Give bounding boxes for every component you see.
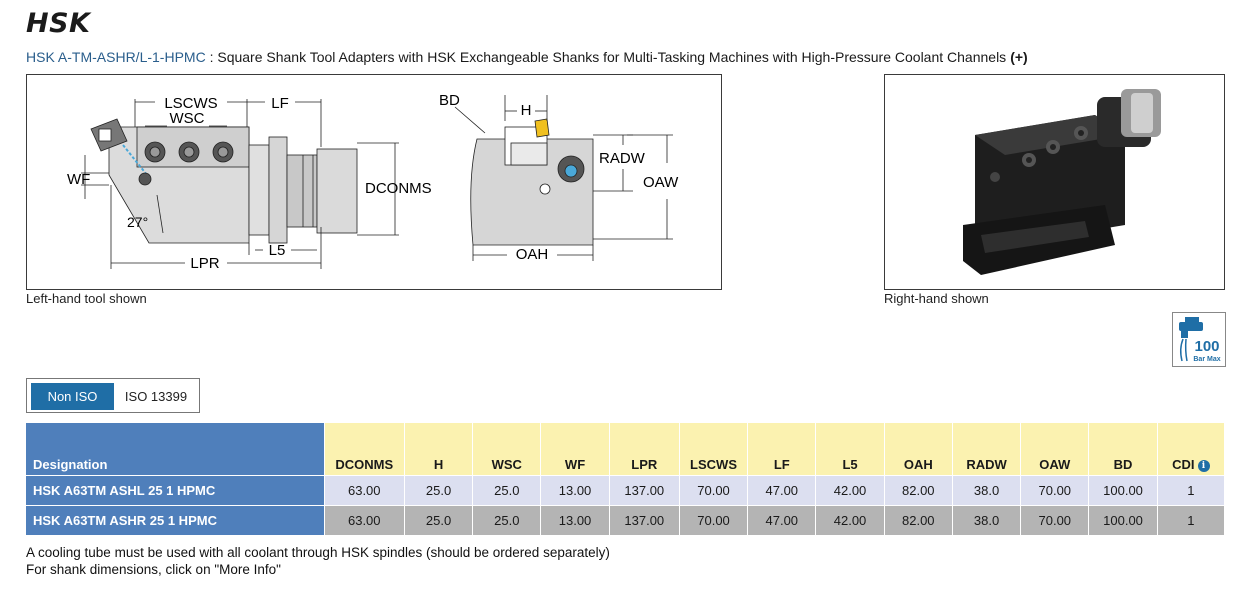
designation-cell[interactable]: HSK A63TM ASHL 25 1 HPMC: [26, 474, 325, 505]
table-cell: 137.00: [609, 504, 680, 535]
product-code: HSK A-TM-ASHR/L-1-HPMC: [26, 49, 206, 65]
table-cell: 38.0: [952, 504, 1022, 535]
coolant-pressure-badge: 100 Bar Max: [1172, 312, 1226, 367]
designation-cell[interactable]: HSK A63TM ASHR 25 1 HPMC: [26, 504, 325, 535]
table-cell: 25.0: [404, 474, 474, 505]
drawing-svg: LSCWS LF WSC WF 27° LPR L5 DCONMS BD H R…: [67, 92, 679, 272]
column-header: LF: [747, 423, 817, 475]
label-angle: 27°: [127, 214, 148, 230]
table-cell: 1: [1157, 504, 1226, 535]
shank-dimensions-note: For shank dimensions, click on "More Inf…: [26, 562, 281, 577]
label-oah: OAH: [516, 246, 549, 263]
table-cell: 100.00: [1088, 474, 1158, 505]
label-oaw: OAW: [643, 174, 679, 191]
label-lpr: LPR: [190, 255, 219, 272]
table-row[interactable]: HSK A63TM ASHR 25 1 HPMC 63.00 25.0 25.0…: [26, 504, 1226, 535]
table-cell: 70.00: [1020, 504, 1090, 535]
table-cell: 13.00: [540, 474, 610, 505]
photo-caption: Right-hand shown: [884, 291, 989, 306]
column-header: L5: [815, 423, 885, 475]
info-icon[interactable]: i: [1197, 459, 1210, 472]
brand-title: HSK: [26, 8, 91, 39]
table-header-row: Designation DCONMS H WSC WF LPR LSCWS LF…: [26, 423, 1226, 475]
table-cell: 13.00: [540, 504, 610, 535]
label-wf: WF: [67, 171, 90, 188]
table-cell: 25.0: [404, 504, 474, 535]
product-photo-svg: [963, 89, 1161, 275]
column-header: WF: [540, 423, 610, 475]
table-cell: 47.00: [747, 504, 817, 535]
coolant-badge-value: 100: [1194, 338, 1219, 355]
label-radw: RADW: [599, 150, 646, 167]
column-header: RADW: [952, 423, 1022, 475]
table-cell: 63.00: [324, 504, 405, 535]
column-header: OAW: [1020, 423, 1090, 475]
table-cell: 82.00: [884, 474, 953, 505]
iso-13399-tab[interactable]: ISO 13399: [124, 389, 188, 404]
table-cell: 47.00: [747, 474, 817, 505]
column-header: WSC: [472, 423, 542, 475]
specification-table: Designation DCONMS H WSC WF LPR LSCWS LF…: [26, 423, 1226, 535]
column-header: LSCWS: [679, 423, 749, 475]
subtitle-separator: :: [205, 49, 218, 65]
table-row[interactable]: HSK A63TM ASHL 25 1 HPMC 63.00 25.0 25.0…: [26, 474, 1226, 505]
product-subtitle: HSK A-TM-ASHR/L-1-HPMC : Square Shank To…: [26, 49, 1028, 65]
table-cell: 70.00: [679, 504, 749, 535]
label-lf: LF: [271, 95, 289, 112]
column-header: OAH: [884, 423, 953, 475]
label-h: H: [521, 102, 532, 119]
label-lscws: LSCWS: [164, 95, 217, 112]
table-cell: 82.00: [884, 504, 953, 535]
table-cell: 42.00: [815, 474, 885, 505]
column-header: H: [404, 423, 474, 475]
coolant-badge-unit: Bar Max: [1193, 356, 1220, 363]
table-cell: 25.0: [472, 504, 542, 535]
label-bd: BD: [439, 92, 460, 109]
table-cell: 70.00: [679, 474, 749, 505]
standard-toggle: Non ISO ISO 13399: [26, 378, 200, 413]
product-photo: [884, 74, 1225, 290]
table-cell: 1: [1157, 474, 1226, 505]
label-dconms: DCONMS: [365, 180, 432, 197]
table-cell: 70.00: [1020, 474, 1090, 505]
product-description: Square Shank Tool Adapters with HSK Exch…: [217, 49, 1007, 65]
table-cell: 137.00: [609, 474, 680, 505]
cooling-tube-note: A cooling tube must be used with all coo…: [26, 545, 610, 560]
drawing-caption: Left-hand tool shown: [26, 291, 147, 306]
table-cell: 100.00: [1088, 504, 1158, 535]
non-iso-tab[interactable]: Non ISO: [31, 383, 114, 410]
coolant-tap-icon: 100 Bar Max: [1179, 317, 1221, 363]
table-cell: 63.00: [324, 474, 405, 505]
column-header: BD: [1088, 423, 1158, 475]
label-l5: L5: [269, 242, 286, 259]
technical-drawing: LSCWS LF WSC WF 27° LPR L5 DCONMS BD H R…: [26, 74, 722, 290]
column-header: LPR: [609, 423, 680, 475]
table-cell: 42.00: [815, 504, 885, 535]
label-wsc: WSC: [170, 110, 205, 127]
table-cell: 38.0: [952, 474, 1022, 505]
cdi-label: CDI: [1172, 456, 1195, 472]
designation-header: Designation: [26, 423, 325, 475]
table-cell: 25.0: [472, 474, 542, 505]
expand-plus-icon[interactable]: (+): [1010, 49, 1028, 65]
column-header: DCONMS: [324, 423, 405, 475]
